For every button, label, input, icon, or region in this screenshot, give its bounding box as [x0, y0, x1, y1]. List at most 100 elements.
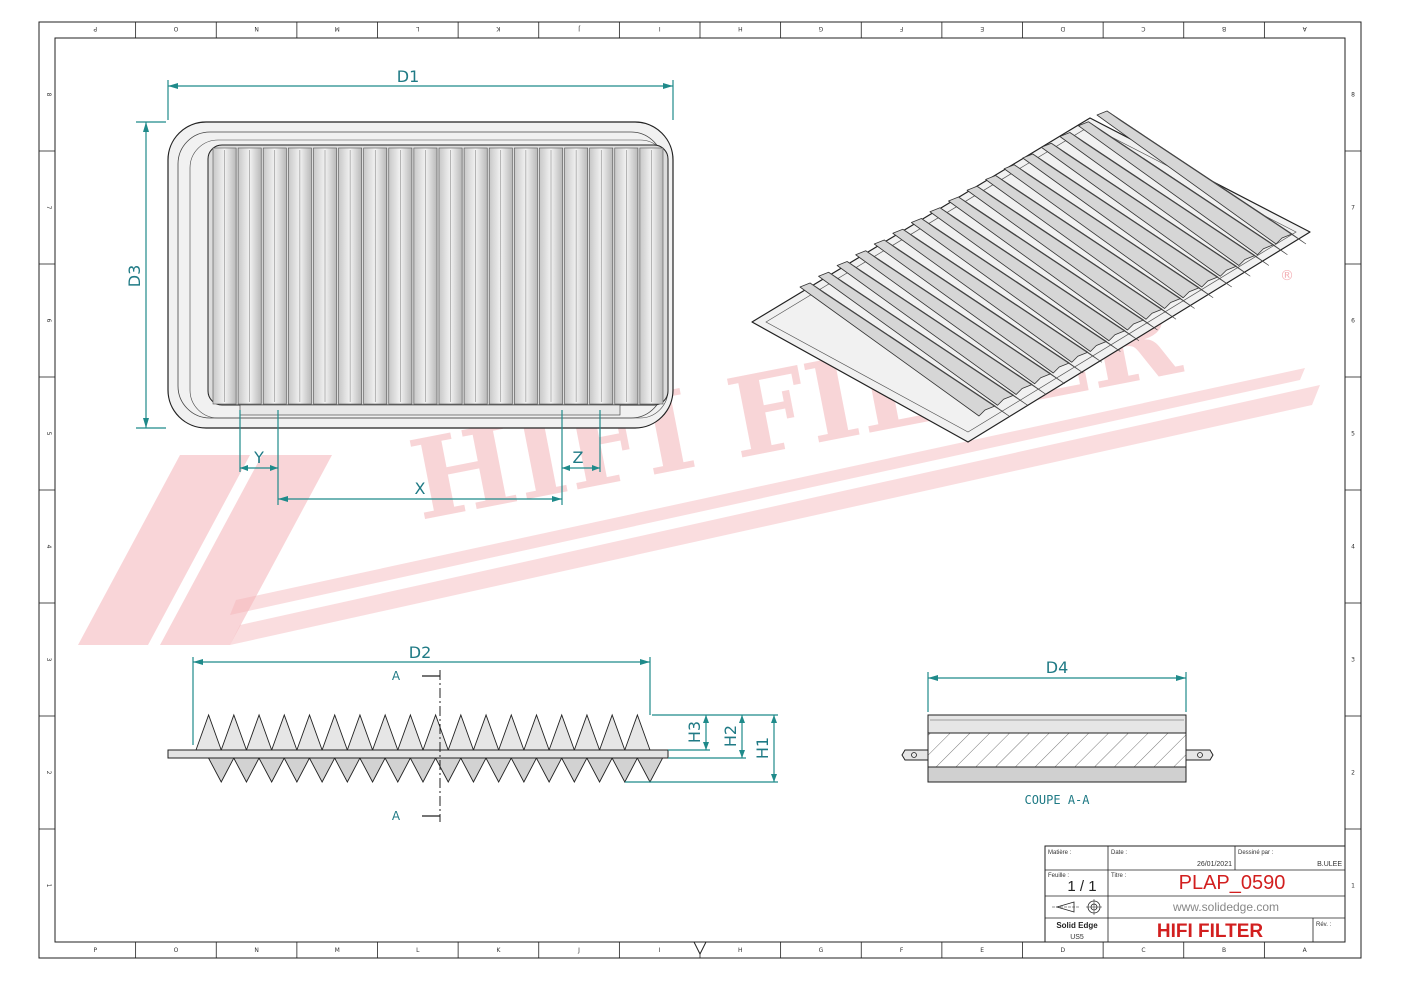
iso-pleat: [818, 271, 1014, 406]
pleat-peak: [271, 713, 298, 751]
zone-label-right: 8: [1351, 92, 1355, 99]
pleat-peak: [548, 713, 575, 751]
dim-y: Y: [253, 448, 264, 467]
zone-label-left: 7: [45, 206, 52, 210]
zone-label-top: L: [415, 25, 419, 32]
side-view-dimensions: D2 H3 H2 H1: [192, 643, 778, 783]
zone-label-top: P: [93, 25, 97, 32]
iso-pleat: [966, 185, 1163, 320]
titre-label: Titre :: [1111, 873, 1126, 879]
pleat-valley: [232, 757, 260, 783]
pleat-valley: [636, 757, 664, 783]
iso-pleat: [985, 175, 1182, 309]
iso-pleat-face: [995, 175, 1195, 309]
iso-pleat: [799, 282, 996, 417]
pleat-valley: [510, 757, 538, 783]
dim-x: X: [415, 479, 426, 498]
zone-label-bottom: P: [94, 947, 98, 954]
pleat-valley: [409, 757, 437, 783]
zone-label-bottom: A: [1303, 947, 1308, 954]
pleat-peak: [498, 713, 525, 751]
dessine-label: Dessiné par :: [1238, 850, 1274, 856]
isometric-view: [751, 110, 1311, 443]
projection-symbol-icon: [1052, 899, 1102, 915]
dim-h2: H2: [721, 725, 740, 747]
pleat-peak: [245, 713, 273, 751]
pleat-peak: [321, 713, 348, 751]
side-view-pleats: [195, 713, 664, 783]
zone-label-top: N: [254, 25, 259, 32]
zone-label-top: F: [899, 25, 903, 32]
pleat-peak: [397, 713, 424, 751]
section-view: D4 COUPE A-A: [901, 658, 1214, 807]
iso-pleat: [836, 261, 1033, 395]
pleat-peak: [371, 713, 399, 751]
zone-label-right: 4: [1351, 544, 1355, 551]
zone-label-bottom: B: [1222, 947, 1226, 954]
pleat-valley: [359, 757, 386, 783]
pleat-valley: [333, 757, 361, 783]
zone-label-top: M: [335, 25, 340, 32]
pleat-peak: [624, 713, 651, 751]
zone-label-left: 5: [45, 432, 52, 436]
feuille-label: Feuille :: [1048, 873, 1069, 879]
section-caption: COUPE A-A: [1024, 793, 1090, 807]
pleat-valley: [459, 757, 487, 783]
pleat-peak: [346, 713, 374, 751]
iso-pleat: [1059, 132, 1256, 266]
zone-label-bottom: J: [577, 947, 580, 954]
dim-d3: D3: [125, 265, 144, 288]
iso-pleat-face: [1051, 143, 1251, 277]
dim-d2: D2: [409, 643, 432, 662]
software-name: Solid Edge: [1056, 921, 1098, 930]
zone-label-bottom: I: [659, 947, 661, 954]
pleat-valley: [384, 757, 412, 783]
iso-pleat: [929, 207, 1126, 342]
zone-label-top: I: [659, 25, 661, 32]
zone-label-bottom: C: [1141, 947, 1145, 954]
iso-pleat: [855, 250, 1052, 385]
zone-ticks: [39, 22, 1361, 958]
pleat-peak: [447, 713, 475, 751]
zone-label-left: 6: [45, 319, 52, 323]
iso-pleat: [1096, 110, 1293, 245]
pleat-valley: [586, 757, 613, 783]
title-block: Matière : Date : 26/01/2021 Dessiné par …: [1044, 845, 1346, 943]
iso-pleat-face: [828, 272, 1028, 406]
zone-label-top: J: [578, 25, 581, 32]
zone-label-right: 7: [1351, 205, 1355, 212]
iso-pleat: [948, 196, 1144, 331]
company-name: HIFI FILTER: [1157, 921, 1264, 942]
dim-d4: D4: [1046, 658, 1069, 677]
zone-label-top: A: [1302, 25, 1307, 32]
drawing-reference: PLAP_0590: [1179, 872, 1286, 894]
zone-label-bottom: G: [819, 947, 824, 954]
dim-h3: H3: [685, 721, 704, 743]
zone-label-top: G: [818, 25, 823, 32]
centre-marker: [693, 941, 707, 956]
iso-pleat-face: [921, 218, 1121, 352]
zone-label-top: O: [173, 25, 178, 32]
pleat-peak: [573, 713, 601, 751]
zone-label-top: K: [495, 25, 500, 32]
iso-pleat-face: [1014, 164, 1214, 298]
zone-label-top: C: [1141, 25, 1145, 32]
iso-pleat: [873, 239, 1070, 374]
date-label: Date :: [1111, 850, 1127, 856]
pleat-valley: [283, 757, 311, 783]
zone-label-bottom: O: [174, 947, 179, 954]
pleat-peak: [195, 713, 222, 751]
iso-pleat: [910, 218, 1107, 352]
pleat-valley: [560, 757, 588, 783]
pleat-peak: [296, 713, 323, 751]
pleat-valley: [434, 757, 462, 783]
matiere-label: Matière :: [1048, 850, 1072, 856]
zone-label-right: 3: [1351, 657, 1355, 664]
iso-pleat-face: [976, 186, 1177, 320]
zone-label-right: 1: [1351, 883, 1355, 890]
zone-label-bottom: E: [980, 947, 984, 954]
iso-pleat-face: [958, 196, 1158, 331]
date-value: 26/01/2021: [1197, 861, 1232, 868]
pleat-valley: [485, 757, 513, 783]
